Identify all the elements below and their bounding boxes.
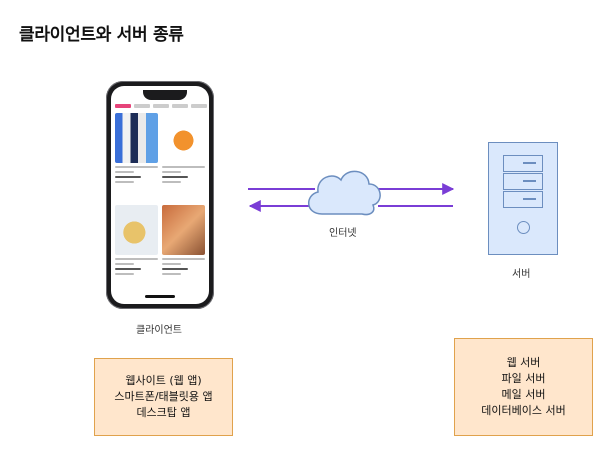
client-types-box: 웹사이트 (웹 앱) 스마트폰/태블릿용 앱 데스크탑 앱	[94, 358, 233, 436]
server-type-item: 파일 서버	[501, 372, 546, 385]
client-type-item: 스마트폰/태블릿용 앱	[114, 390, 213, 403]
client-type-item: 데스크탑 앱	[136, 406, 191, 419]
server-slot	[503, 191, 543, 208]
client-label: 클라이언트	[136, 325, 182, 336]
server-label: 서버	[512, 269, 531, 280]
home-indicator	[145, 295, 175, 298]
product-card	[115, 205, 158, 293]
cloud-icon	[308, 170, 381, 216]
phone-product-grid	[115, 113, 205, 293]
server-icon	[488, 142, 558, 255]
product-card	[162, 205, 205, 293]
product-card	[162, 113, 205, 201]
server-type-item: 웹 서버	[506, 356, 541, 369]
server-type-item: 데이터베이스 서버	[481, 404, 566, 417]
network-label: 인터넷	[329, 228, 357, 239]
phone-notch	[143, 90, 187, 100]
phone-screen	[111, 86, 209, 304]
server-slot	[503, 173, 543, 190]
server-types-box: 웹 서버 파일 서버 메일 서버 데이터베이스 서버	[454, 338, 593, 436]
phone-tab-strip	[115, 102, 207, 110]
server-type-item: 메일 서버	[501, 388, 546, 401]
client-type-item: 웹사이트 (웹 앱)	[125, 374, 202, 387]
server-slot	[503, 155, 543, 172]
server-power-led	[517, 221, 530, 234]
diagram-title: 클라이언트와 서버 종류	[19, 25, 184, 45]
smartphone-icon	[106, 81, 214, 309]
product-card	[115, 113, 158, 201]
